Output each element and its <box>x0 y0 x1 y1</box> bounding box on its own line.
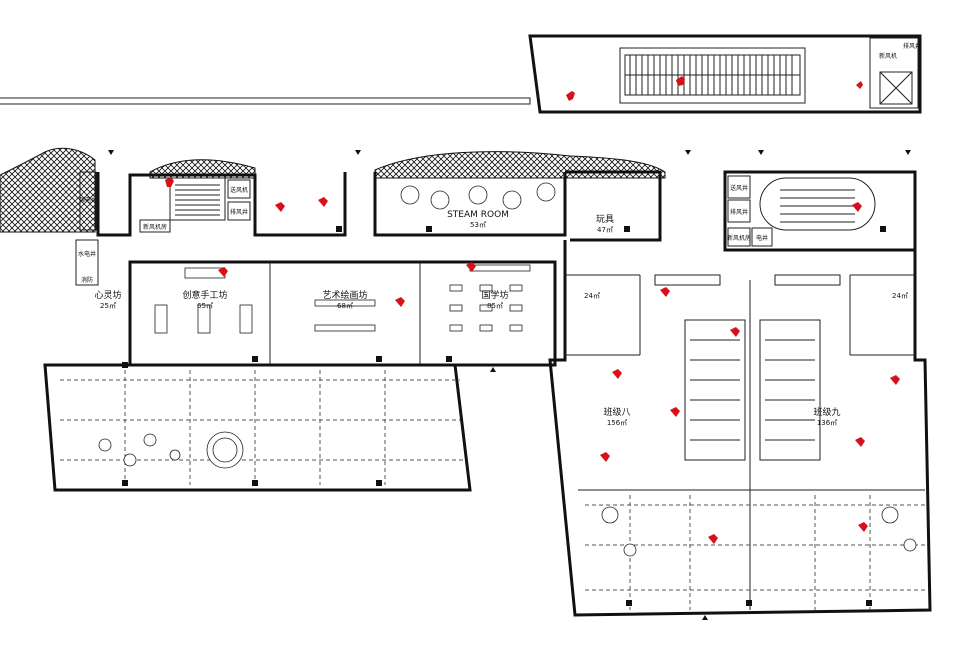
room-chuangyi-area: 65㎡ <box>197 302 213 310</box>
room-wc-left-area: 24㎡ <box>584 292 600 300</box>
stair-top <box>624 54 801 96</box>
core1-c-label: 新风机房 <box>143 223 167 231</box>
room-xinling-name: 心灵坊 <box>94 289 121 301</box>
room-chuangyi-name: 创意手工坊 <box>182 289 227 301</box>
room-yishu-name: 艺术绘画坊 <box>322 289 367 301</box>
room-banji9-area: 136㎡ <box>817 419 837 427</box>
room-wc-right-area: 24㎡ <box>892 292 908 300</box>
room-banji8-area: 156㎡ <box>607 419 627 427</box>
room-yishu-area: 68㎡ <box>337 302 353 310</box>
room-banji9-name: 班级九 <box>813 406 840 418</box>
right-building-walls <box>548 240 932 617</box>
core2-c-label: 新风机房 <box>727 234 751 242</box>
left-room1-label: 水电井 <box>78 250 96 258</box>
room-wanju-area: 47㎡ <box>597 226 613 234</box>
top-right-block: 新风机 排风井 <box>528 34 922 114</box>
hatched-areas <box>0 147 666 233</box>
room-guoxue-name: 国学坊 <box>481 289 508 301</box>
core1-b-label: 排风井 <box>230 208 248 216</box>
core1-a-label: 送风机 <box>230 186 248 194</box>
left-building-walls <box>43 170 662 492</box>
top-service-a: 新风机 <box>879 52 897 60</box>
site-boundary <box>0 97 531 105</box>
room-steam-name: STEAM ROOM <box>447 210 509 220</box>
room-banji8-name: 班级八 <box>603 406 630 418</box>
room-guoxue-area: 85㎡ <box>487 302 503 310</box>
top-service-c: 排风井 <box>903 42 921 50</box>
people <box>165 76 900 544</box>
door-markers <box>108 150 911 620</box>
room-xinling-area: 25㎡ <box>100 302 116 310</box>
core-1: 送风机 排风井 新风机房 <box>139 177 251 233</box>
columns <box>122 226 886 606</box>
room-steam-area: 53㎡ <box>470 221 486 229</box>
core2-d-label: 电井 <box>756 234 768 242</box>
room-wanju-name: 玩具 <box>596 214 614 225</box>
lounge-circles <box>98 431 917 557</box>
room-labels: 心灵坊 25㎡ 创意手工坊 65㎡ 艺术绘画坊 68㎡ 国学坊 85㎡ STEA… <box>94 210 907 427</box>
craft-tables <box>154 264 531 334</box>
core2-a-label: 送风井 <box>730 184 748 192</box>
left-shaft-label: 强电井 <box>79 196 97 204</box>
steam-tables <box>400 182 556 210</box>
left-shafts: 强电井 水电井 消防 <box>75 171 99 286</box>
classroom-desks <box>684 319 821 461</box>
left-room2-label: 消防 <box>81 276 93 284</box>
core-2: 送风井 排风井 新风机房 电井 <box>723 170 917 252</box>
core2-b-label: 排风井 <box>730 208 748 216</box>
